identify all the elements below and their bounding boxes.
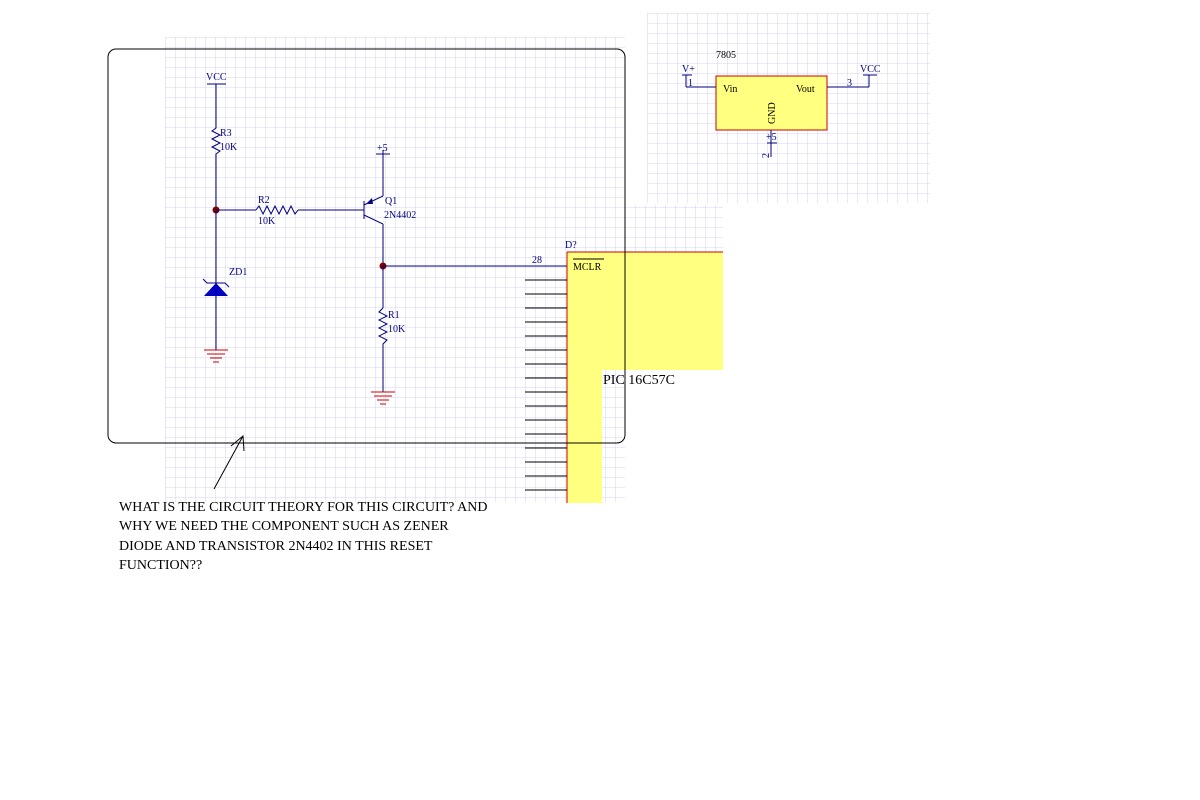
zd1-zener-diode bbox=[204, 283, 228, 296]
r2-resistor bbox=[255, 204, 299, 216]
regulator-vin-label: Vin bbox=[723, 84, 737, 95]
mcu-pin-stubs bbox=[525, 279, 567, 491]
regulator-pin1: 1 bbox=[688, 78, 693, 89]
mcu-pin-number: 28 bbox=[532, 255, 542, 266]
mcu-pin-name: MCLR bbox=[573, 262, 602, 273]
q1-transistor bbox=[363, 150, 384, 266]
regulator-plus5-label: +5 bbox=[766, 132, 777, 143]
q1-supply-label: +5 bbox=[377, 143, 388, 154]
mcu-part-label: PIC 16C57C bbox=[603, 373, 675, 388]
vcc-label: VCC bbox=[206, 72, 227, 83]
r3-value: 10K bbox=[220, 142, 238, 153]
regulator-pin3: 3 bbox=[847, 78, 852, 89]
regulator-gnd-label: GND bbox=[767, 102, 778, 124]
r1-name: R1 bbox=[388, 310, 400, 321]
zd1-name: ZD1 bbox=[229, 267, 247, 278]
q1-name: Q1 bbox=[385, 196, 397, 207]
regulator-part-label: 7805 bbox=[716, 50, 736, 61]
r1-resistor bbox=[377, 307, 389, 392]
grid-background bbox=[165, 13, 930, 502]
regulator-vcc-label: VCC bbox=[860, 64, 881, 75]
question-text: WHAT IS THE CIRCUIT THEORY FOR THIS CIRC… bbox=[119, 500, 487, 573]
vplus-label: V+ bbox=[682, 64, 695, 75]
annotation-arrow bbox=[213, 434, 245, 490]
reset-circuit: VCC R3 10K R2 10K +5 Q1 2N4402 bbox=[202, 72, 567, 405]
r3-resistor bbox=[210, 125, 222, 210]
question-line-2: WHY WE NEED THE COMPONENT SUCH AS ZENER bbox=[119, 519, 449, 534]
regulator-pin2: 2 bbox=[761, 153, 772, 158]
regulator-7805[interactable]: 7805 Vin Vout GND V+ 1 VCC 3 +5 2 bbox=[682, 50, 881, 158]
r3-name: R3 bbox=[220, 128, 232, 139]
mcu-designator: D? bbox=[565, 240, 577, 251]
ground-symbol-right bbox=[371, 391, 395, 405]
question-line-3: DIODE AND TRANSISTOR 2N4402 IN THIS RESE… bbox=[119, 539, 433, 554]
r1-value: 10K bbox=[388, 324, 406, 335]
highlight-box bbox=[107, 48, 626, 444]
question-line-1: WHAT IS THE CIRCUIT THEORY FOR THIS CIRC… bbox=[119, 500, 487, 515]
pic-microcontroller[interactable]: D? 28 MCLR PIC 16C57C bbox=[525, 240, 723, 503]
q1-part: 2N4402 bbox=[384, 210, 416, 221]
ground-symbol-left bbox=[204, 349, 228, 363]
mcu-body bbox=[567, 252, 723, 503]
r2-value: 10K bbox=[258, 216, 276, 227]
regulator-vout-label: Vout bbox=[796, 84, 815, 95]
question-line-4: FUNCTION?? bbox=[119, 558, 202, 573]
r2-name: R2 bbox=[258, 195, 270, 206]
